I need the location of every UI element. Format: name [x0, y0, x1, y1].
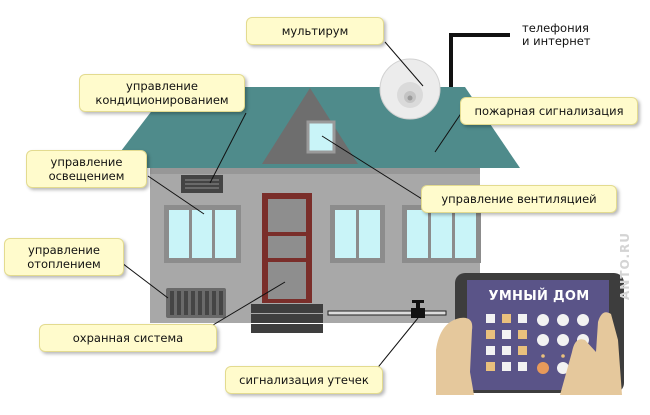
window-left — [164, 205, 241, 263]
label-leak-alarm-text: сигнализация утечек — [239, 373, 369, 387]
label-climate-line2: кондиционированием — [95, 93, 229, 107]
label-leak-alarm: сигнализация утечек — [225, 366, 383, 394]
label-fire-alarm: пожарная сигнализация — [460, 97, 638, 125]
label-ventilation: управление вентиляцией — [421, 185, 617, 213]
hand-icon — [436, 312, 622, 395]
label-climate: управление кондиционированием — [79, 74, 245, 112]
label-ventilation-text: управление вентиляцией — [441, 192, 597, 206]
window-right — [402, 205, 481, 263]
label-telecom-line2: и интернет — [522, 34, 591, 48]
label-lighting: управление освещением — [26, 150, 147, 188]
label-multiroom-text: мультирум — [281, 24, 349, 38]
air-conditioner-icon — [181, 175, 223, 193]
label-lighting-line1: управление — [50, 155, 123, 169]
watermark: ANTO.RU — [618, 232, 632, 300]
label-fire-alarm-text: пожарная сигнализация — [474, 104, 624, 118]
front-door — [262, 193, 312, 303]
water-pipe — [327, 310, 447, 316]
label-heating-line2: отоплением — [27, 257, 101, 271]
radiator-icon — [166, 288, 226, 318]
wall-shadow — [150, 168, 480, 174]
label-security: охранная система — [39, 324, 217, 352]
window-middle — [330, 205, 385, 263]
telecom-cable — [449, 33, 510, 92]
label-security-text: охранная система — [72, 331, 184, 345]
water-valve-icon — [411, 300, 425, 318]
label-telecom-line1: телефония — [522, 21, 589, 35]
label-heating-line1: управление — [28, 243, 100, 257]
label-multiroom: мультирум — [246, 17, 384, 45]
connector-lines — [117, 41, 463, 372]
door-steps — [251, 304, 323, 333]
label-heating: управление отоплением — [4, 238, 124, 276]
tablet-title: УМНЫЙ ДОМ — [488, 289, 590, 304]
label-telecom: телефония и интернет — [522, 22, 591, 48]
dormer-window — [306, 120, 336, 154]
satellite-dish-icon — [379, 58, 441, 120]
label-lighting-line2: освещением — [48, 169, 125, 183]
label-climate-line1: управление — [126, 79, 198, 93]
